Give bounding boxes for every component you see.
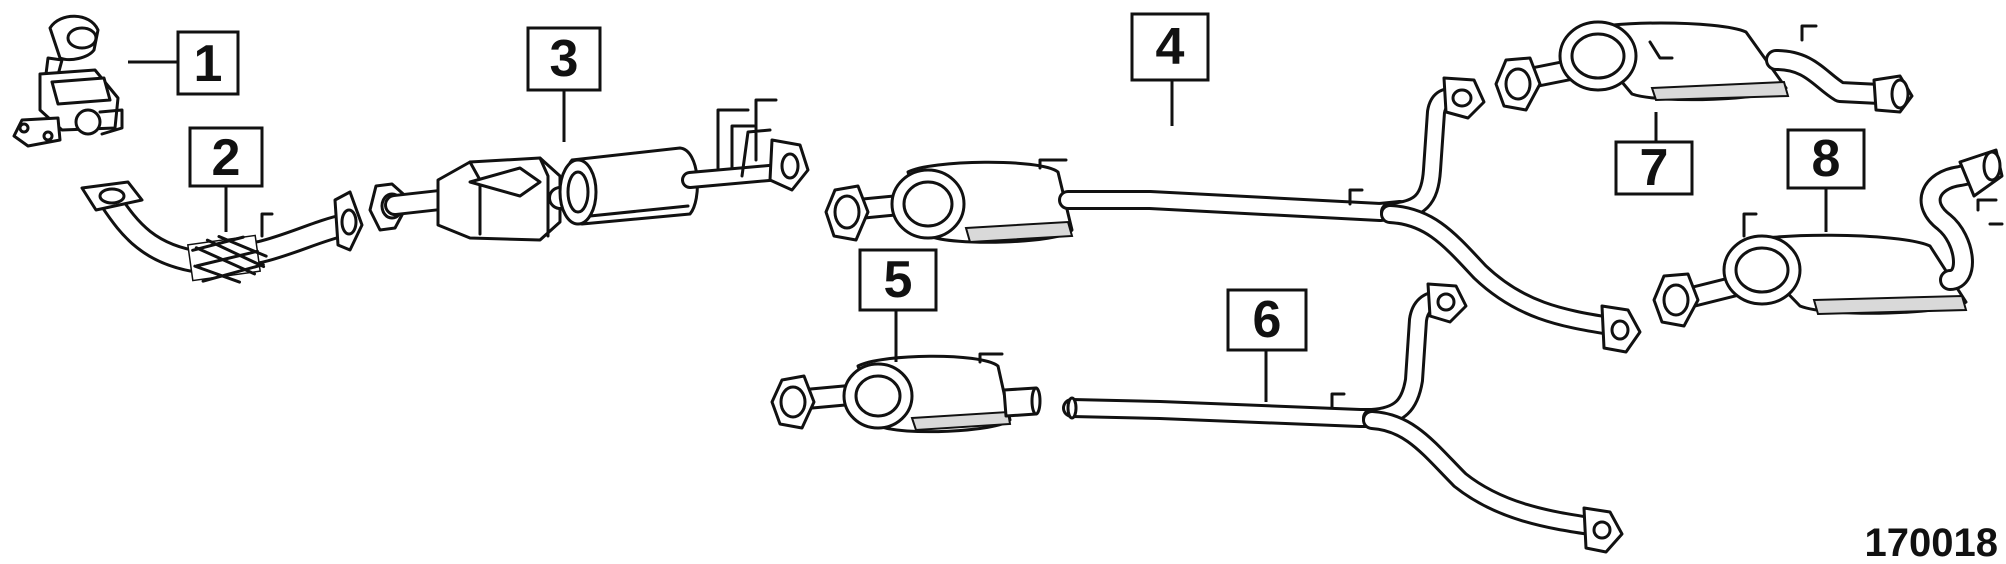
part-2-front-pipe[interactable]	[80, 180, 364, 288]
callout-3-label: 3	[550, 30, 579, 88]
diagram-reference-code: 170018	[1865, 521, 1998, 564]
part-6-y-pipe[interactable]	[1062, 282, 1624, 554]
callout-7-label: 7	[1640, 139, 1669, 197]
callout-1[interactable]: 1	[176, 30, 240, 96]
callout-8-label: 8	[1812, 130, 1841, 188]
callout-4-label: 4	[1156, 18, 1185, 76]
callout-6-label: 6	[1253, 291, 1282, 349]
callout-1-label: 1	[194, 35, 223, 93]
part-7-rear-muffler[interactable]	[1494, 20, 1914, 114]
callout-2-label: 2	[212, 129, 241, 187]
callout-2[interactable]: 2	[188, 126, 264, 188]
part-1-manifold-converter[interactable]	[12, 14, 124, 148]
callout-5-label: 5	[884, 251, 913, 309]
callout-5[interactable]: 5	[858, 248, 938, 312]
callout-8[interactable]: 8	[1786, 128, 1866, 190]
part-8-rear-muffler[interactable]	[1652, 148, 2004, 328]
callout-3[interactable]: 3	[526, 26, 602, 92]
callout-4[interactable]: 4	[1130, 12, 1210, 82]
callout-7[interactable]: 7	[1614, 139, 1694, 197]
part-3-catalytic-converter[interactable]	[368, 98, 810, 242]
part-5-center-muffler[interactable]	[770, 352, 1042, 434]
callout-6[interactable]: 6	[1226, 288, 1308, 352]
part-4-center-muffler-y-pipe[interactable]	[824, 76, 1642, 354]
